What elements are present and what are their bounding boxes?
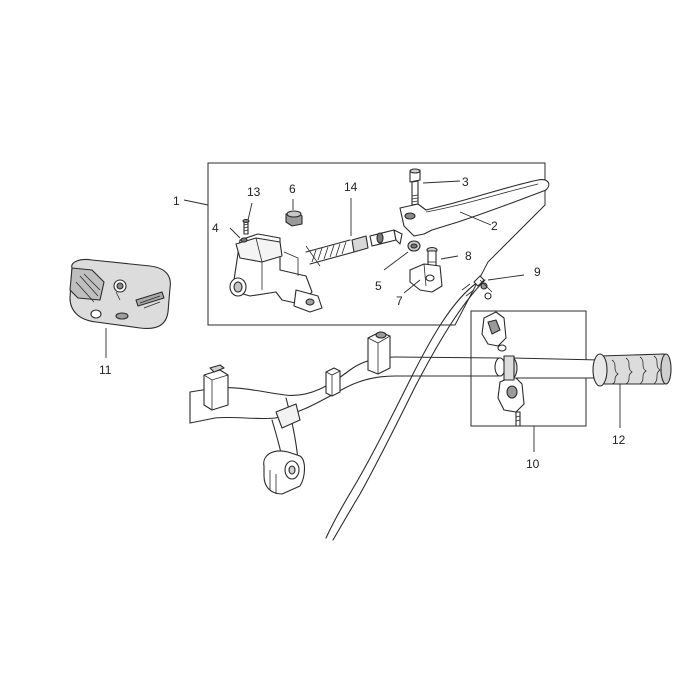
callout-9: 9: [534, 265, 541, 279]
callout-6: 6: [289, 182, 296, 196]
callout-14: 14: [344, 180, 358, 194]
part-14-piston-kit: [305, 229, 403, 267]
part-3-pivot-bolt: [409, 168, 421, 206]
throttle-tube: [503, 355, 601, 381]
callout-13: 13: [247, 185, 261, 199]
brake-cable: [325, 279, 486, 541]
callout-8: 8: [465, 249, 472, 263]
part-7-clamp: [409, 263, 443, 293]
part-6-cap: [285, 210, 303, 227]
part-11-switch-housing: [69, 258, 171, 330]
callout-10: 10: [526, 457, 540, 471]
callout-3: 3: [462, 175, 469, 189]
leader-lines: [105, 180, 621, 452]
master-cylinder-group-box: [207, 162, 546, 326]
callout-2: 2: [491, 219, 498, 233]
callout-5: 5: [375, 279, 382, 293]
part-13-screw: [242, 218, 250, 235]
handlebar-frame: [189, 331, 506, 495]
callout-1: 1: [173, 194, 180, 208]
part-10-throttle-housing: [481, 311, 525, 427]
callout-11: 11: [99, 363, 112, 377]
part-2-brake-lever: [399, 179, 550, 237]
callout-4: 4: [212, 221, 219, 235]
part-5-nut: [407, 240, 421, 252]
callouts: 1 2 3 4 5 6 7 8 9 10 11 12 13 14: [99, 175, 626, 471]
part-12-grip: [592, 353, 672, 387]
callout-7: 7: [396, 294, 403, 308]
part-4-master-cylinder: [229, 233, 323, 313]
part-9-adjuster: [473, 275, 493, 300]
callout-12: 12: [612, 433, 626, 447]
